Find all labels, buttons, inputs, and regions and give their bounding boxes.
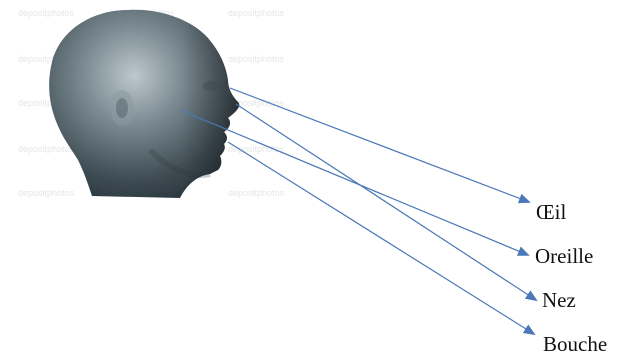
svg-text:depositphotos: depositphotos: [18, 144, 75, 154]
label-ear: Oreille: [535, 246, 593, 267]
head-profile-illustration: [49, 10, 239, 198]
svg-text:depositphotos: depositphotos: [228, 8, 285, 18]
label-nose: Nez: [542, 290, 576, 311]
label-mouth: Bouche: [543, 334, 607, 355]
svg-text:depositphotos: depositphotos: [18, 8, 75, 18]
arrow-ear: [180, 110, 528, 255]
svg-text:depositphotos: depositphotos: [228, 54, 285, 64]
svg-text:depositphotos: depositphotos: [18, 188, 75, 198]
svg-text:depositphotos: depositphotos: [228, 188, 285, 198]
arrow-nose: [236, 104, 536, 300]
label-eye: Œil: [536, 202, 566, 223]
svg-text:depositphotos: depositphotos: [228, 144, 285, 154]
arrows: [180, 88, 536, 334]
